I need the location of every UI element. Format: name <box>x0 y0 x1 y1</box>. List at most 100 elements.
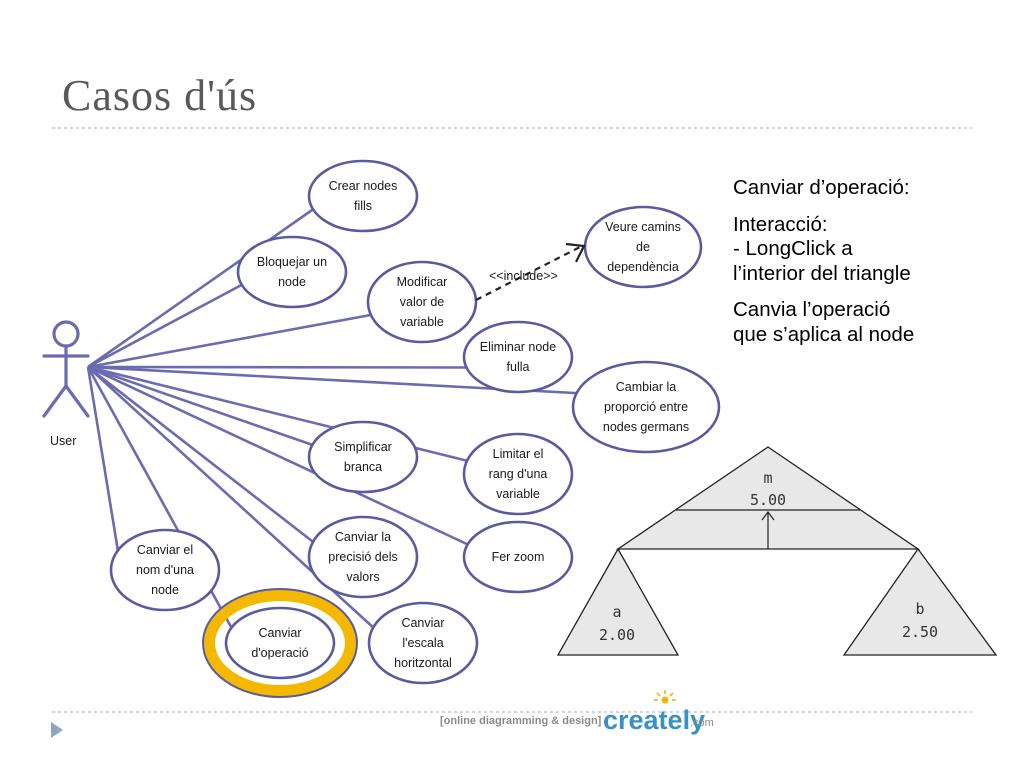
use-case-label: variable <box>400 315 444 329</box>
association-lines <box>86 205 585 634</box>
include-arrowhead-icon <box>565 242 586 263</box>
use-case-ellipse <box>366 260 478 344</box>
use-case-label: d'operació <box>251 646 308 660</box>
use-case-label: Canviar <box>401 616 444 630</box>
actor-head <box>52 320 80 348</box>
use-case-label: variable <box>496 487 540 501</box>
use-case-label: Modificar <box>397 275 448 289</box>
right-triangle <box>842 547 998 656</box>
right-node-value: 2.50 <box>902 623 938 641</box>
use-case-label: Canviar el <box>137 543 193 557</box>
use-case-label: Crear nodes <box>329 179 398 193</box>
use-case-ellipse <box>367 601 479 685</box>
association-line-fer-zoom <box>87 365 473 548</box>
left-triangle <box>556 547 680 656</box>
actor-label: User <box>50 434 76 448</box>
use-case-modificar-valor-variable: Modificar valor de variable <box>366 260 478 344</box>
use-case-simplificar-branca: Simplificar branca <box>307 420 419 494</box>
operation-tree: m 5.00 a 2.00 b 2.50 <box>556 446 998 656</box>
actor-left-leg <box>42 384 68 418</box>
use-case-canviar-escala: Canviar l'escala horitzontal <box>367 601 479 685</box>
use-case-label: l'escala <box>402 636 443 650</box>
include-arrow <box>475 245 583 301</box>
association-line-canviar-nom-node <box>86 366 121 559</box>
use-case-label: proporció entre <box>604 400 688 414</box>
effect-line: que s’aplica al node <box>733 322 915 346</box>
use-case-ellipse <box>571 360 721 454</box>
footer-bullet-icon <box>51 722 63 738</box>
description-heading: Canviar d’operació: <box>733 176 910 199</box>
left-node-value: 2.00 <box>599 626 635 644</box>
association-line-simplificar-branca <box>87 365 318 448</box>
use-case-label: rang d'una <box>489 467 548 481</box>
watermark-brand: creately <box>603 705 705 735</box>
use-case-label: Canviar la <box>335 530 391 544</box>
use-case-ellipse <box>462 432 574 516</box>
use-case-canviar-precisio: Canviar la precisió dels valors <box>307 515 419 599</box>
use-case-ellipse <box>307 420 419 494</box>
interaction-block: Interacció: - LongClick a l’interior del… <box>733 213 1013 287</box>
top-node-value: 5.00 <box>750 491 786 509</box>
sun-icon <box>654 690 676 704</box>
use-case-label: node <box>151 583 179 597</box>
use-case-label: Bloquejar un <box>257 255 327 269</box>
creately-watermark: [online diagramming & design] creately .… <box>440 690 714 735</box>
interaction-label: Interacció: <box>733 212 828 236</box>
description-panel: Canviar d’operació: Interacció: - LongCl… <box>733 176 1013 359</box>
use-case-label: fills <box>354 199 372 213</box>
top-node-name: m <box>763 469 772 487</box>
association-line-bloquejar-node <box>87 281 247 369</box>
use-case-ellipse <box>583 205 703 289</box>
use-case-label: Fer zoom <box>492 550 545 564</box>
use-case-veure-camins-dependencia: Veure camins de dependència <box>583 205 703 289</box>
interaction-line: l’interior del triangle <box>733 261 911 285</box>
effect-line: Canvia l’operació <box>733 298 891 321</box>
use-case-canviar-nom-node: Canviar el nom d'una node <box>109 528 221 612</box>
use-case-label: dependència <box>607 260 679 274</box>
use-case-canviar-operacio: Canviar d'operació <box>202 588 358 698</box>
use-case-ellipse <box>462 520 574 594</box>
use-case-ellipse <box>224 606 336 680</box>
highlight-ring <box>203 589 357 697</box>
use-case-label: Eliminar node <box>480 340 556 354</box>
use-case-label: Limitar el <box>493 447 544 461</box>
use-case-label: Veure camins <box>605 220 681 234</box>
association-line-eliminar-node-fulla <box>87 365 473 369</box>
use-case-eliminar-node-fulla: Eliminar node fulla <box>462 320 574 394</box>
use-case-label: Simplificar <box>334 440 392 454</box>
use-case-ellipse <box>307 159 419 233</box>
use-case-label: nodes germans <box>603 420 689 434</box>
use-case-cambiar-proporcio: Cambiar la proporció entre nodes germans <box>571 360 721 454</box>
slide-title: Casos d'ús <box>62 71 258 120</box>
include-label: <<include>> <box>489 269 558 283</box>
actor-right-leg <box>64 384 90 418</box>
use-case-label: Canviar <box>258 626 301 640</box>
actor-user <box>42 320 90 418</box>
use-case-label: valors <box>346 570 379 584</box>
use-case-ellipse <box>109 528 221 612</box>
use-case-ellipse <box>307 515 419 599</box>
use-case-label: nom d'una <box>136 563 194 577</box>
use-case-label: fulla <box>507 360 530 374</box>
highlight-ring-outline <box>202 588 358 698</box>
use-case-crear-nodes-fills: Crear nodes fills <box>307 159 419 233</box>
use-case-label: Cambiar la <box>616 380 676 394</box>
watermark-suffix: .com <box>690 717 714 729</box>
association-line-modificar-valor-variable <box>87 312 377 369</box>
operation-arrowhead-icon <box>761 511 775 521</box>
use-case-fer-zoom: Fer zoom <box>462 520 574 594</box>
use-case-limitar-rang: Limitar el rang d'una variable <box>462 432 574 516</box>
association-line-crear-nodes-fills <box>87 205 318 369</box>
watermark-bracket-text: [online diagramming & design] <box>440 715 602 727</box>
use-case-label: precisió dels <box>328 550 397 564</box>
use-case-label: horitzontal <box>394 656 452 670</box>
use-case-label: de <box>636 240 650 254</box>
use-case-label: valor de <box>400 295 445 309</box>
use-case-ellipse <box>236 235 348 309</box>
use-case-label: branca <box>344 460 382 474</box>
right-node-name: b <box>915 600 924 618</box>
association-line-canviar-precisio <box>87 365 318 547</box>
